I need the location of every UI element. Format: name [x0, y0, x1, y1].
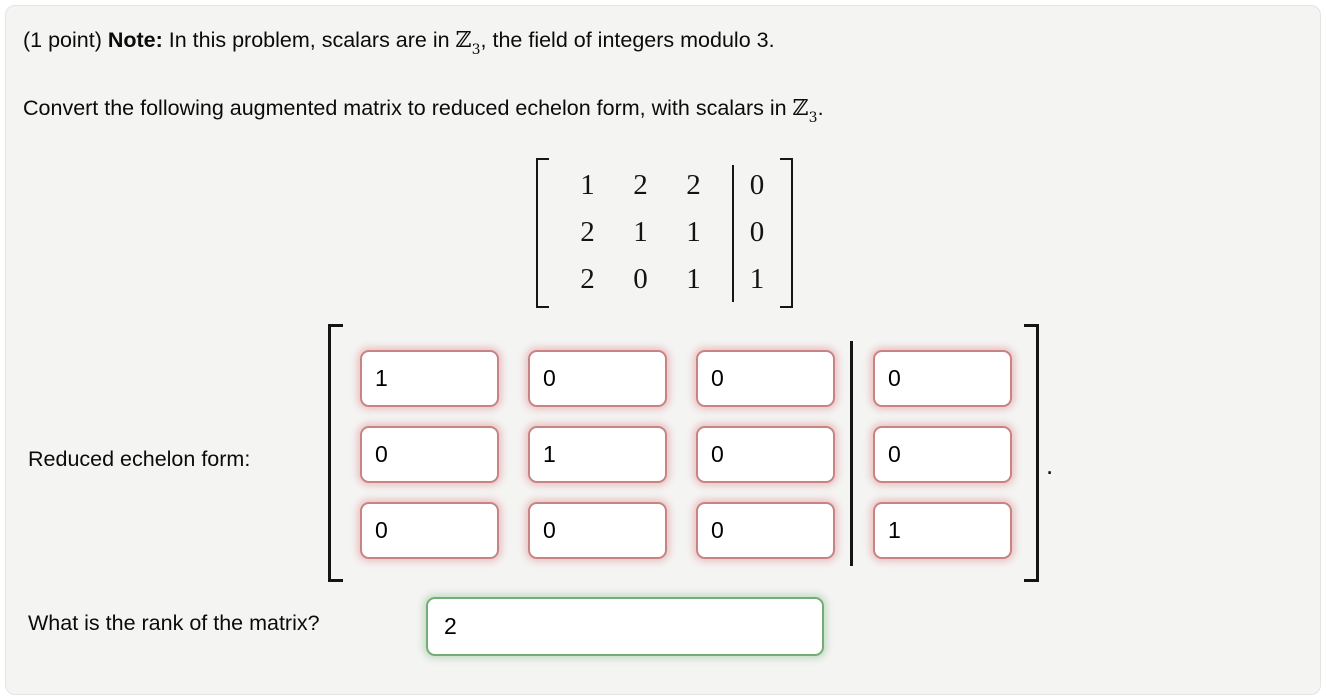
answer-matrix-augment-divider	[850, 341, 853, 566]
matrix-cell-input-r1c4[interactable]	[873, 350, 1012, 407]
answer-matrix-left-bracket	[328, 324, 343, 582]
matrix-augment-divider	[732, 165, 734, 302]
matrix-cell: 2	[686, 169, 701, 201]
matrix-cell-input-r3c3[interactable]	[696, 502, 835, 559]
instruction-tail: .	[817, 96, 824, 120]
rank-question-label: What is the rank of the matrix?	[28, 611, 320, 635]
instruction-text: Convert the following augmented matrix t…	[23, 96, 793, 120]
sentence-period: .	[1046, 450, 1054, 480]
matrix-cell: 2	[580, 263, 595, 295]
matrix-cell: 1	[686, 216, 701, 248]
answer-augmented-inputs	[873, 324, 1012, 582]
points-label: (1 point)	[23, 28, 108, 52]
matrix-cell: 1	[749, 263, 765, 295]
matrix-cell-input-r2c3[interactable]	[696, 426, 835, 483]
matrix-cell: 0	[633, 263, 648, 295]
matrix-coefficient-cells: 1 2 2 2 1 1 2 0 1	[549, 157, 728, 309]
matrix-cell: 1	[633, 216, 648, 248]
matrix-cell: 0	[749, 216, 765, 248]
z3-symbol: ℤ3	[792, 96, 818, 127]
answer-coefficient-inputs	[343, 324, 835, 582]
problem-note-line: (1 point) Note: In this problem, scalars…	[23, 28, 775, 59]
problem-card: (1 point) Note: In this problem, scalars…	[5, 5, 1321, 695]
matrix-cell-input-r3c4[interactable]	[873, 502, 1012, 559]
matrix-augmented-cells: 0 0 1	[734, 157, 780, 309]
matrix-cell-input-r3c1[interactable]	[360, 502, 499, 559]
matrix-cell-input-r2c1[interactable]	[360, 426, 499, 483]
z3-symbol: ℤ3	[455, 28, 481, 59]
answer-matrix-right-bracket	[1024, 324, 1039, 582]
matrix-cell: 1	[686, 263, 701, 295]
matrix-cell-input-r2c2[interactable]	[528, 426, 667, 483]
matrix-cell-input-r2c4[interactable]	[873, 426, 1012, 483]
matrix-right-bracket	[780, 158, 793, 308]
matrix-left-bracket	[536, 158, 549, 308]
note-text: In this problem, scalars are in	[162, 28, 456, 52]
rank-input[interactable]	[426, 597, 824, 656]
matrix-cell: 0	[749, 169, 765, 201]
note-tail: , the field of integers modulo 3.	[480, 28, 775, 52]
matrix-cell: 2	[633, 169, 648, 201]
matrix-cell: 1	[580, 169, 595, 201]
matrix-cell-input-r3c2[interactable]	[528, 502, 667, 559]
answer-matrix	[328, 324, 1039, 582]
matrix-cell-input-r1c1[interactable]	[360, 350, 499, 407]
matrix-cell: 2	[580, 216, 595, 248]
note-label: Note:	[107, 28, 163, 52]
instruction-line: Convert the following augmented matrix t…	[23, 96, 824, 127]
matrix-cell-input-r1c3[interactable]	[696, 350, 835, 407]
display-augmented-matrix: 1 2 2 2 1 1 2 0 1 0 0 1	[536, 157, 793, 309]
reduced-echelon-label: Reduced echelon form:	[28, 447, 251, 471]
matrix-cell-input-r1c2[interactable]	[528, 350, 667, 407]
